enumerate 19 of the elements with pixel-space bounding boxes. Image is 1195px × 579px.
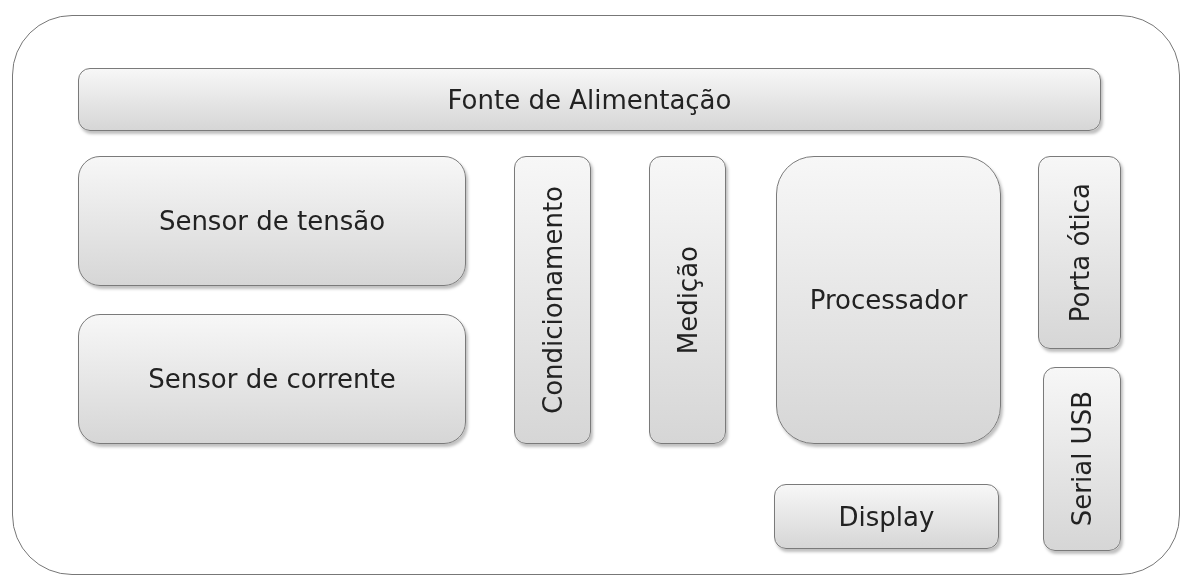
component-block <box>776 156 1001 444</box>
component-block <box>514 156 591 444</box>
component-block <box>1043 367 1121 551</box>
component-label: Fonte de Alimentação <box>447 84 732 115</box>
component-label: Condicionamento <box>537 186 568 414</box>
component-label: Processador <box>809 285 968 315</box>
component-label: Sensor de corrente <box>148 364 396 394</box>
component-block <box>78 314 466 444</box>
outer-frame <box>12 15 1180 575</box>
component-block <box>78 156 466 286</box>
component-block <box>1038 156 1121 349</box>
component-label: Sensor de tensão <box>158 206 386 236</box>
component-label: Display <box>838 501 935 532</box>
component-block <box>78 68 1101 131</box>
component-block <box>774 484 999 549</box>
component-block <box>649 156 726 444</box>
component-label: Porta ótica <box>1064 182 1095 323</box>
component-label: Medição <box>672 245 703 355</box>
component-label: Serial USB <box>1067 391 1097 527</box>
